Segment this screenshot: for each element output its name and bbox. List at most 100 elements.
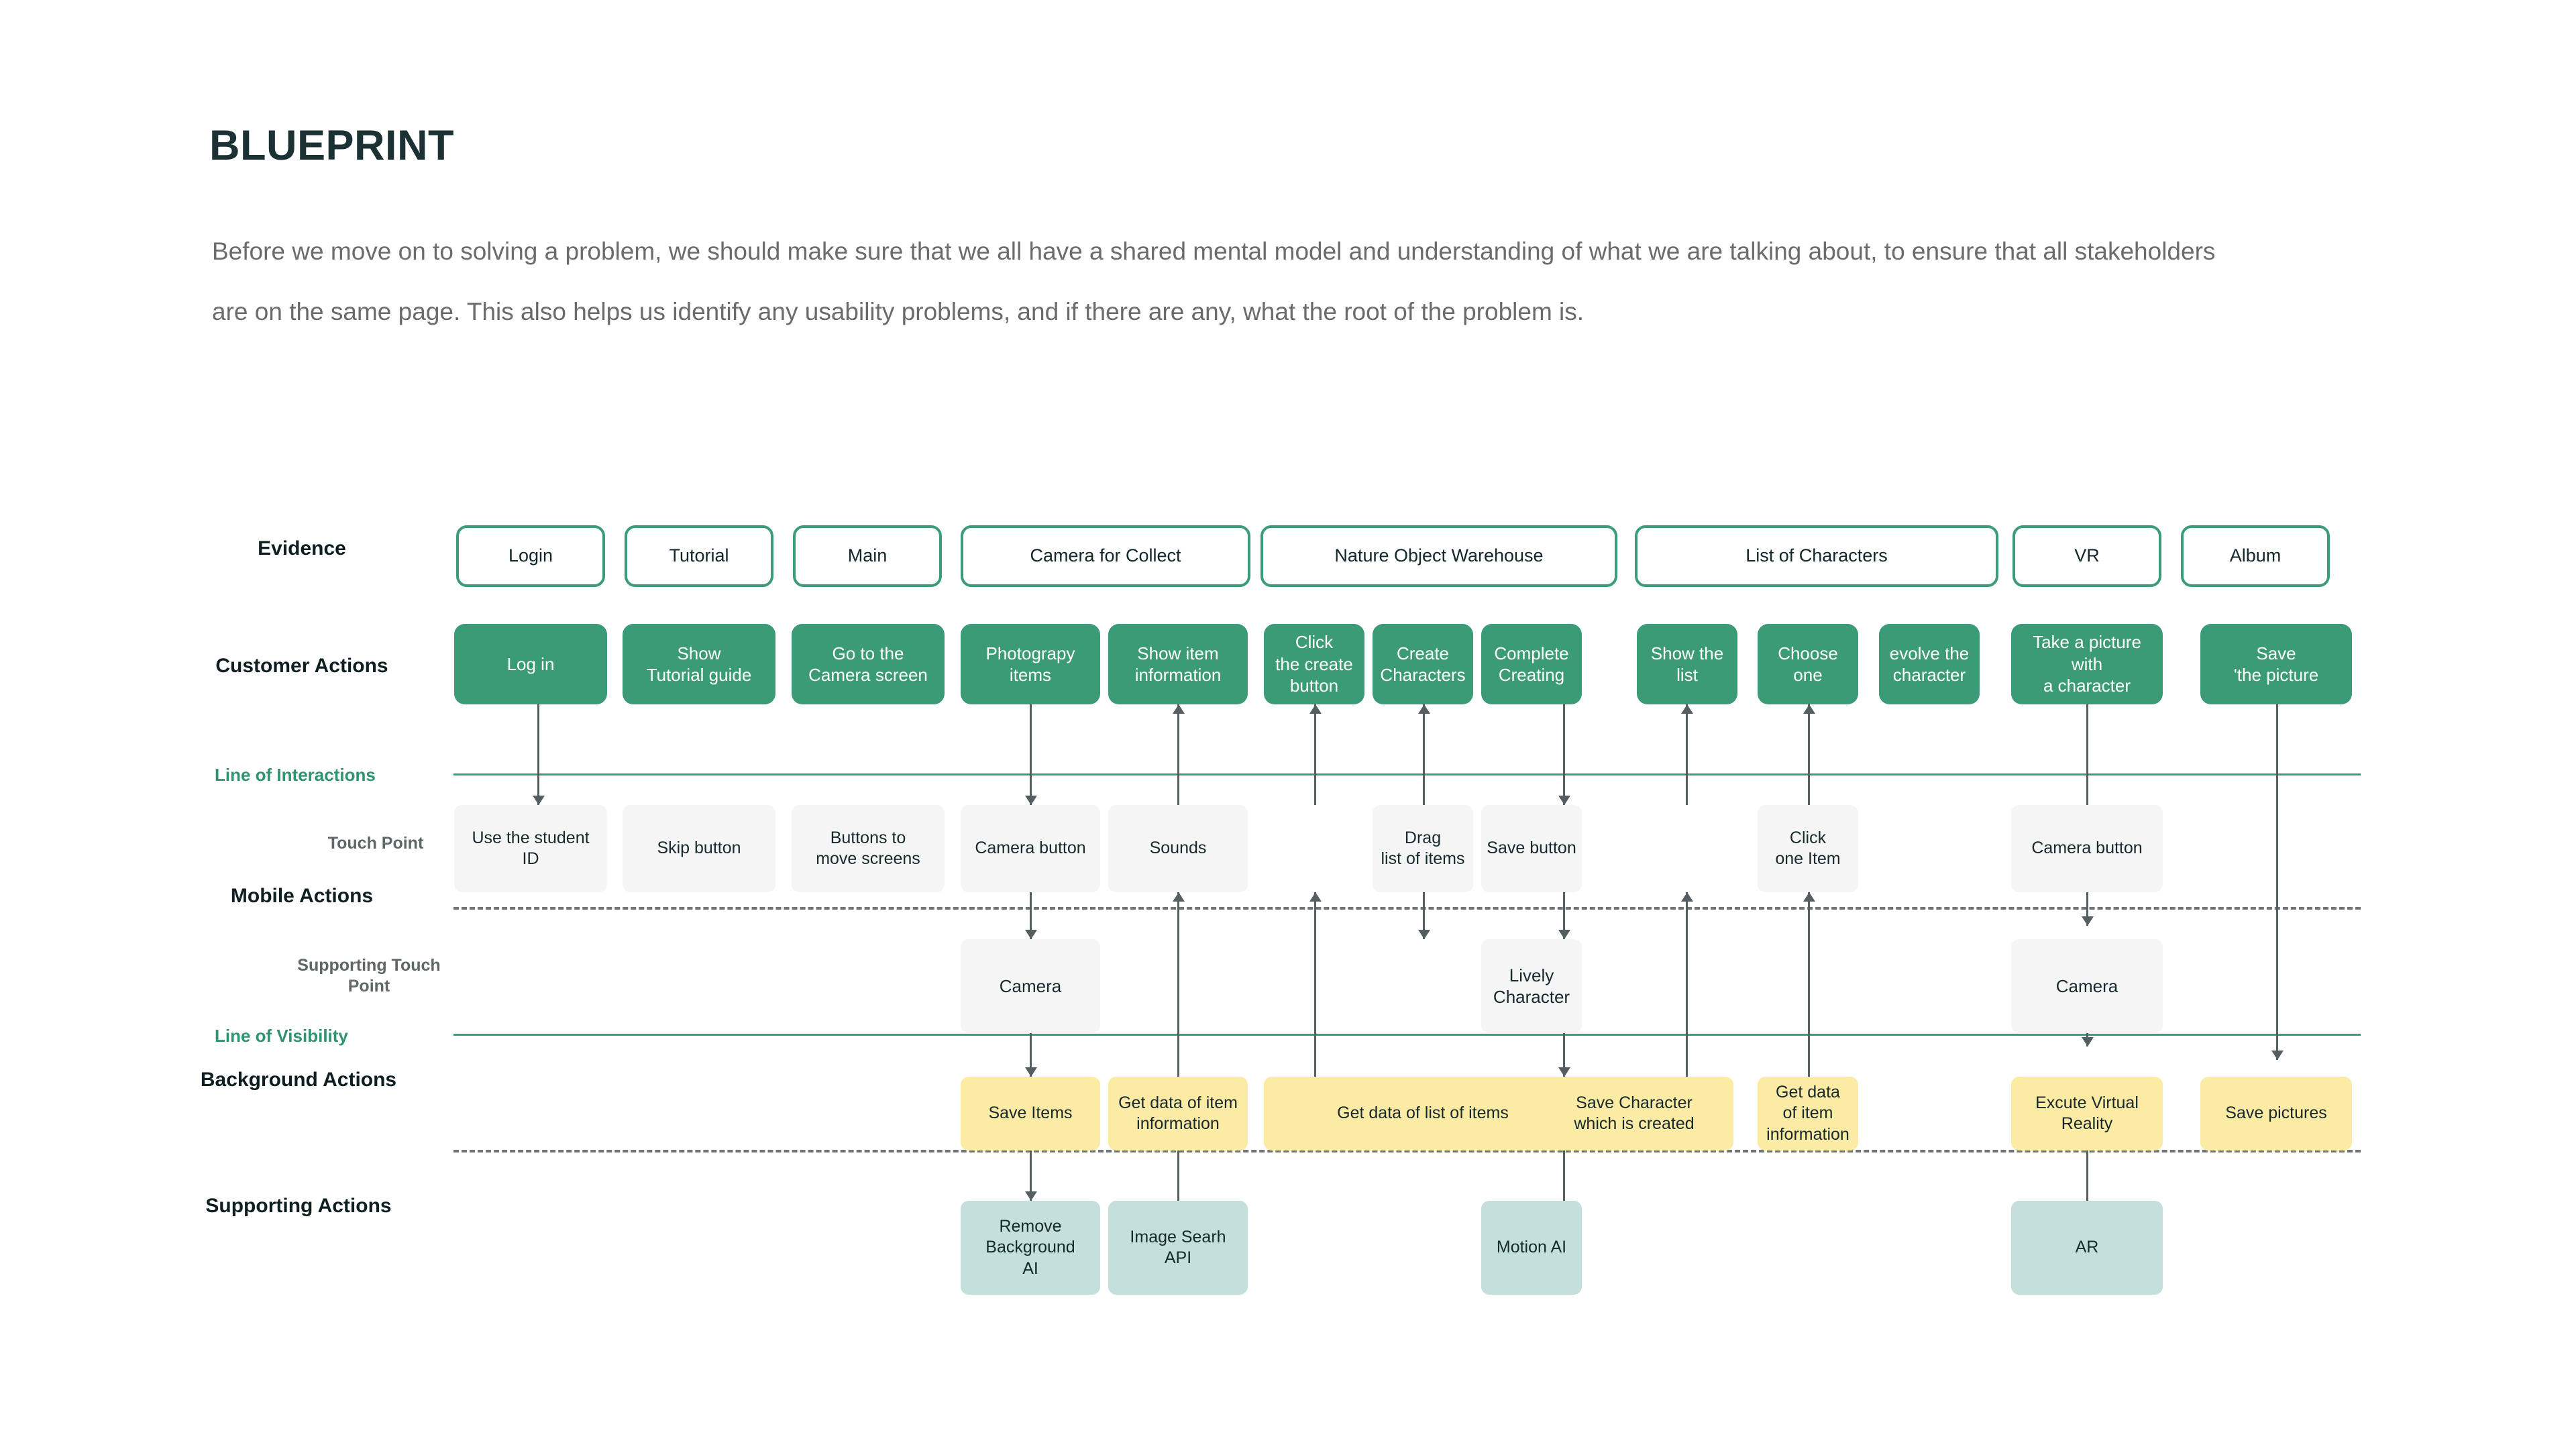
connector-arrowhead <box>1417 704 1430 714</box>
customer-action-box[interactable]: evolve the character <box>1879 624 1980 704</box>
touch-point-box[interactable]: Use the student ID <box>454 805 607 892</box>
row-label-touch-point: Touch Point <box>327 834 424 853</box>
mobile-actions-divider <box>453 907 2361 910</box>
supporting-action-box[interactable]: Motion AI <box>1481 1201 1582 1295</box>
row-label-mobile-actions: Mobile Actions <box>230 885 374 907</box>
connector-arrowhead <box>1024 1191 1037 1201</box>
connector-arrowhead <box>2081 1037 2094 1046</box>
connector-line <box>1686 704 1688 805</box>
touch-point-box[interactable]: Camera button <box>2011 805 2163 892</box>
connector-line <box>1030 892 1032 939</box>
supporting-touch-point-box[interactable]: Camera <box>961 939 1100 1033</box>
line-of-visibility-rule <box>453 1034 2361 1036</box>
customer-action-box[interactable]: Take a picture with a character <box>2011 624 2163 704</box>
connector-arrowhead <box>1680 892 1693 902</box>
connector-arrowhead <box>1309 892 1322 902</box>
background-action-box[interactable]: Save pictures <box>2200 1077 2352 1150</box>
connector-line <box>1314 704 1316 805</box>
customer-action-box[interactable]: Create Characters <box>1373 624 1473 704</box>
connector-line <box>2276 704 2278 1060</box>
customer-action-box[interactable]: Choose one <box>1758 624 1858 704</box>
line-of-interactions-rule <box>453 773 2361 775</box>
connector-line <box>1563 1140 1565 1201</box>
touch-point-box[interactable]: Save button <box>1481 805 1582 892</box>
background-action-box[interactable]: Get data of item information <box>1108 1077 1248 1150</box>
touch-point-box[interactable]: Drag list of items <box>1373 805 1473 892</box>
customer-action-box[interactable]: Show Tutorial guide <box>623 624 775 704</box>
evidence-box[interactable]: Album <box>2181 525 2330 587</box>
background-action-box[interactable]: Save Items <box>961 1077 1100 1150</box>
connector-arrowhead <box>1803 704 1815 714</box>
connector-line <box>1030 1033 1032 1077</box>
connector-arrowhead <box>1024 1067 1037 1077</box>
supporting-touch-point-box[interactable]: Camera <box>2011 939 2163 1033</box>
customer-action-box[interactable]: Go to the Camera screen <box>792 624 945 704</box>
connector-arrowhead <box>1024 796 1037 805</box>
connector-arrowhead <box>1309 704 1322 714</box>
connector-arrowhead <box>1024 930 1037 939</box>
evidence-box[interactable]: Nature Object Warehouse <box>1260 525 1617 587</box>
connector-arrowhead <box>2081 916 2094 926</box>
supporting-touch-point-box[interactable]: Lively Character <box>1481 939 1582 1033</box>
connector-line <box>1177 1140 1179 1201</box>
connector-arrowhead <box>1558 796 1570 805</box>
supporting-action-box[interactable]: Image Searh API <box>1108 1201 1248 1295</box>
connector-line <box>1030 704 1032 805</box>
connector-line <box>1808 704 1810 805</box>
connector-line <box>1314 892 1316 1100</box>
page-title: BLUEPRINT <box>209 122 454 169</box>
connector-arrowhead <box>1172 704 1185 714</box>
touch-point-box[interactable]: Skip button <box>623 805 775 892</box>
background-action-box[interactable]: Save Character which is created <box>1535 1077 1733 1150</box>
customer-action-box[interactable]: Click the create button <box>1264 624 1364 704</box>
touch-point-box[interactable]: Buttons to move screens <box>792 805 945 892</box>
evidence-box[interactable]: Tutorial <box>625 525 773 587</box>
row-label-supporting-touch-point: Supporting Touch Point <box>297 956 441 996</box>
customer-action-box[interactable]: Log in <box>454 624 607 704</box>
background-action-box[interactable]: Get data of list of items <box>1264 1077 1582 1150</box>
row-label-supporting-actions: Supporting Actions <box>205 1195 392 1217</box>
connector-line <box>1686 892 1688 1100</box>
connector-arrowhead <box>1172 892 1185 902</box>
evidence-box[interactable]: Login <box>456 525 605 587</box>
connector-line <box>537 704 539 805</box>
evidence-box[interactable]: Camera for Collect <box>961 525 1250 587</box>
connector-arrowhead <box>1803 892 1815 902</box>
connector-line <box>1563 704 1565 805</box>
connector-line <box>2086 1140 2088 1201</box>
connector-arrowhead <box>2271 1051 2284 1060</box>
touch-point-box[interactable]: Sounds <box>1108 805 1248 892</box>
customer-action-box[interactable]: Show the list <box>1637 624 1737 704</box>
background-action-box[interactable]: Get data of item information <box>1758 1077 1858 1150</box>
customer-action-box[interactable]: Save 'the picture <box>2200 624 2352 704</box>
connector-line <box>1030 1140 1032 1201</box>
row-label-evidence: Evidence <box>258 537 346 559</box>
connector-arrowhead <box>1680 704 1693 714</box>
line-of-visibility-label: Line of Visibility <box>215 1026 348 1046</box>
connector-arrowhead <box>1558 1067 1570 1077</box>
supporting-action-box[interactable]: AR <box>2011 1201 2163 1295</box>
customer-action-box[interactable]: Complete Creating <box>1481 624 1582 704</box>
customer-action-box[interactable]: Show item information <box>1108 624 1248 704</box>
supporting-action-box[interactable]: Remove Background AI <box>961 1201 1100 1295</box>
connector-line <box>1177 892 1179 1100</box>
row-label-background-actions: Background Actions <box>200 1069 397 1091</box>
background-action-box[interactable]: Excute Virtual Reality <box>2011 1077 2163 1150</box>
touch-point-box[interactable]: Camera button <box>961 805 1100 892</box>
connector-line <box>1808 892 1810 1100</box>
intro-paragraph: Before we move on to solving a problem, … <box>212 237 2216 325</box>
connector-line <box>1423 892 1425 939</box>
connector-arrowhead <box>1558 930 1570 939</box>
row-label-customer-actions: Customer Actions <box>215 655 388 677</box>
evidence-box[interactable]: List of Characters <box>1635 525 1998 587</box>
supporting-actions-divider <box>453 1150 2361 1152</box>
evidence-box[interactable]: Main <box>793 525 942 587</box>
connector-line <box>1177 704 1179 805</box>
evidence-box[interactable]: VR <box>2012 525 2161 587</box>
connector-line <box>1563 1033 1565 1077</box>
connector-arrowhead <box>532 796 545 805</box>
connector-line <box>1563 892 1565 939</box>
customer-action-box[interactable]: Photograpy items <box>961 624 1100 704</box>
touch-point-box[interactable]: Click one Item <box>1758 805 1858 892</box>
